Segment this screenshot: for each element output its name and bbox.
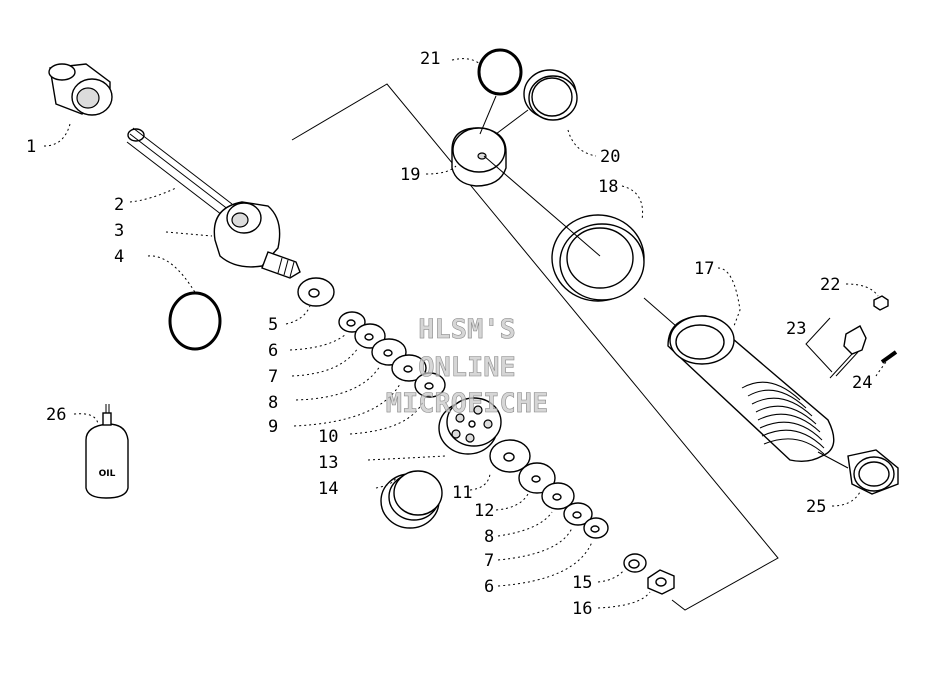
part-22-cap xyxy=(873,295,889,311)
callout-20: 20 xyxy=(600,147,620,167)
callout-9: 9 xyxy=(268,417,278,437)
callout-8b: 8 xyxy=(484,527,494,547)
callout-labels: 1 2 3 4 5 6 7 8 9 10 13 14 11 12 8 7 6 1… xyxy=(26,49,872,619)
part-2-shaft xyxy=(126,127,233,219)
watermark-line-1: HLSM'S xyxy=(418,314,516,345)
part-15-washer xyxy=(623,553,647,573)
group-bracket xyxy=(291,83,779,611)
part-17-shock-body xyxy=(667,315,835,463)
part-20-ring xyxy=(523,69,578,121)
callout-6: 6 xyxy=(268,341,278,361)
part-14-piston-band xyxy=(380,470,443,529)
part-25-bushing xyxy=(847,449,899,495)
part-23-valve xyxy=(829,325,867,379)
callout-14: 14 xyxy=(318,479,338,499)
watermark-line-2: ONLINE xyxy=(418,352,516,383)
callout-13: 13 xyxy=(318,453,338,473)
callout-4: 4 xyxy=(114,247,124,267)
part-18-collar xyxy=(551,214,645,302)
leader-lines xyxy=(43,58,887,609)
callout-19: 19 xyxy=(400,165,420,185)
shim-stack-lower xyxy=(489,439,609,539)
callout-12: 12 xyxy=(474,501,494,521)
part-26-oil-bottle: OIL xyxy=(85,404,129,499)
callout-2: 2 xyxy=(114,195,124,215)
callout-25: 25 xyxy=(806,497,826,517)
callout-15: 15 xyxy=(572,573,592,593)
callout-6b: 6 xyxy=(484,577,494,597)
part-4-o-ring xyxy=(168,291,222,351)
callout-16: 16 xyxy=(572,599,592,619)
part-16-nut xyxy=(647,569,675,595)
callout-17: 17 xyxy=(694,259,714,279)
part-1-bushing xyxy=(48,63,113,116)
part-21-o-ring xyxy=(477,48,523,96)
callout-10: 10 xyxy=(318,427,338,447)
callout-3: 3 xyxy=(114,221,124,241)
callout-8: 8 xyxy=(268,393,278,413)
callout-23: 23 xyxy=(786,319,806,339)
bottle-label: OIL xyxy=(99,469,116,479)
watermark: HLSM'S ONLINE MICROFICHE xyxy=(385,314,549,420)
callout-7b: 7 xyxy=(484,551,494,571)
watermark-line-3: MICROFICHE xyxy=(386,388,549,419)
callout-18: 18 xyxy=(598,177,618,197)
callout-26: 26 xyxy=(46,405,66,425)
callout-11: 11 xyxy=(452,483,472,503)
part-5-washer xyxy=(297,277,335,307)
shim-stack-upper xyxy=(338,311,446,398)
part-13-piston xyxy=(438,397,502,455)
part-19-seal-head xyxy=(451,127,507,187)
callout-1: 1 xyxy=(26,137,36,157)
callout-21: 21 xyxy=(420,49,440,69)
callout-22: 22 xyxy=(820,275,840,295)
callout-5: 5 xyxy=(268,315,278,335)
part-3-shaft-eye xyxy=(213,201,301,279)
part-24-pin xyxy=(880,350,898,364)
callout-7: 7 xyxy=(268,367,278,387)
callout-24: 24 xyxy=(852,373,872,393)
